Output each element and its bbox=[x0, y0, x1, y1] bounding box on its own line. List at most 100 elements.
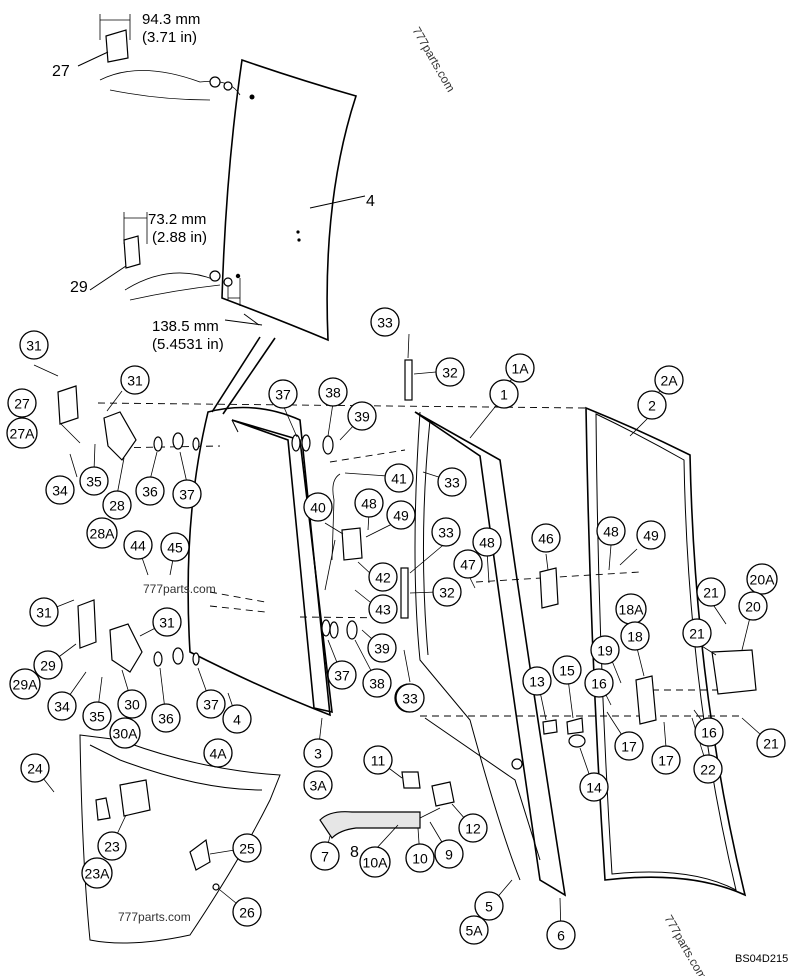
watermark-bottom: 777parts.com bbox=[118, 910, 191, 924]
callout-label: 15 bbox=[559, 663, 575, 679]
watermark-corner: 777parts.com bbox=[661, 913, 709, 976]
callout-6: 6 bbox=[546, 920, 576, 950]
callout-33: 33 bbox=[437, 467, 467, 497]
callout-label: 16 bbox=[591, 676, 607, 692]
callout-label: 18A bbox=[619, 602, 645, 618]
callout-32: 32 bbox=[432, 577, 462, 607]
callout-label: 35 bbox=[89, 709, 105, 725]
callout-label: 43 bbox=[375, 602, 391, 618]
callout-label: 37 bbox=[334, 668, 350, 684]
callout-10A: 10A bbox=[359, 846, 391, 878]
callout-34: 34 bbox=[45, 475, 75, 505]
watermark-mid: 777parts.com bbox=[143, 582, 216, 596]
callout-37: 37 bbox=[268, 379, 298, 409]
callout-3A: 3A bbox=[303, 770, 333, 800]
watermarks: 777parts.com 777parts.com 777parts.com 7… bbox=[118, 25, 710, 976]
callout-label: 39 bbox=[354, 409, 370, 425]
watermark-top: 777parts.com bbox=[409, 25, 457, 95]
callout-label: 3 bbox=[314, 746, 322, 762]
callout-35: 35 bbox=[79, 466, 109, 496]
callout-41: 41 bbox=[384, 463, 414, 493]
callout-7: 7 bbox=[310, 841, 340, 871]
callout-label: 33 bbox=[438, 525, 454, 541]
callout-label: 37 bbox=[275, 387, 291, 403]
callout-5: 5 bbox=[474, 891, 504, 921]
callout-label: 40 bbox=[310, 500, 326, 516]
callout-27A: 27A bbox=[6, 417, 38, 449]
callout-48: 48 bbox=[596, 516, 626, 546]
callout-label: 31 bbox=[36, 605, 52, 621]
callout-16: 16 bbox=[584, 668, 614, 698]
callout-34: 34 bbox=[47, 691, 77, 721]
callout-16: 16 bbox=[694, 717, 724, 747]
callout-21: 21 bbox=[696, 577, 726, 607]
callout-48: 48 bbox=[472, 527, 502, 557]
callout-label: 21 bbox=[763, 736, 779, 752]
callout-49: 49 bbox=[636, 520, 666, 550]
callout-label: 28 bbox=[109, 498, 125, 514]
callout-29: 29 bbox=[33, 650, 63, 680]
callout-37: 37 bbox=[172, 479, 202, 509]
callout-label: 30A bbox=[113, 726, 139, 742]
callout-28A: 28A bbox=[86, 517, 118, 549]
callout-label: 22 bbox=[700, 762, 716, 778]
callout-43: 43 bbox=[368, 594, 398, 624]
callout-24: 24 bbox=[20, 753, 50, 783]
hinge-bracket-top bbox=[77, 14, 241, 101]
callout-36: 36 bbox=[151, 703, 181, 733]
callout-label: 48 bbox=[603, 524, 619, 540]
label-29: 29 bbox=[70, 279, 88, 296]
callout-label: 34 bbox=[52, 483, 68, 499]
callout-29A: 29A bbox=[9, 668, 41, 700]
callout-1A: 1A bbox=[505, 353, 535, 383]
callout-label: 27 bbox=[14, 396, 30, 412]
callout-label: 36 bbox=[142, 484, 158, 500]
callout-label: 26 bbox=[239, 905, 255, 921]
callout-46: 46 bbox=[531, 523, 561, 553]
callout-4A: 4A bbox=[203, 738, 233, 768]
front-glass-detail bbox=[221, 58, 366, 342]
callout-label: 7 bbox=[321, 849, 329, 865]
callout-label: 44 bbox=[130, 538, 146, 554]
callout-36: 36 bbox=[135, 476, 165, 506]
callout-label: 23 bbox=[104, 839, 120, 855]
callout-20: 20 bbox=[738, 591, 768, 621]
callout-label: 28A bbox=[90, 526, 116, 542]
callout-31: 31 bbox=[19, 330, 49, 360]
callout-label: 31 bbox=[127, 373, 143, 389]
callout-label: 30 bbox=[124, 697, 140, 713]
callout-30: 30 bbox=[117, 689, 147, 719]
plain-labels: 27 29 4 8 bbox=[52, 63, 375, 861]
callout-32: 32 bbox=[435, 357, 465, 387]
callout-3: 3 bbox=[303, 738, 333, 768]
callout-37: 37 bbox=[327, 660, 357, 690]
callout-label: 29 bbox=[40, 658, 56, 674]
callout-33: 33 bbox=[431, 517, 461, 547]
callout-38: 38 bbox=[362, 668, 392, 698]
callout-label: 32 bbox=[439, 585, 455, 601]
callout-label: 23A bbox=[85, 866, 111, 882]
callout-label: 34 bbox=[54, 699, 70, 715]
callout-47: 47 bbox=[453, 549, 483, 579]
callout-label: 33 bbox=[402, 691, 418, 707]
callout-28: 28 bbox=[102, 490, 132, 520]
callout-31: 31 bbox=[152, 607, 182, 637]
callout-label: 27A bbox=[10, 426, 36, 442]
callout-label: 12 bbox=[465, 821, 481, 837]
label-4: 4 bbox=[366, 193, 375, 210]
callout-label: 37 bbox=[203, 697, 219, 713]
callout-label: 11 bbox=[371, 753, 386, 769]
callout-label: 31 bbox=[159, 615, 175, 631]
callout-27: 27 bbox=[7, 388, 37, 418]
callout-45: 45 bbox=[160, 532, 190, 562]
label-27: 27 bbox=[52, 63, 70, 80]
callout-label: 5A bbox=[465, 923, 483, 939]
callout-42: 42 bbox=[368, 562, 398, 592]
callout-label: 16 bbox=[701, 725, 717, 741]
door-assembly bbox=[57, 336, 757, 944]
drawing-code: BS04D215 bbox=[735, 953, 788, 965]
callout-label: 13 bbox=[529, 674, 545, 690]
dimension-labels: 94.3 mm (3.71 in) 73.2 mm (2.88 in) 138.… bbox=[142, 11, 224, 353]
callout-label: 21 bbox=[703, 585, 719, 601]
